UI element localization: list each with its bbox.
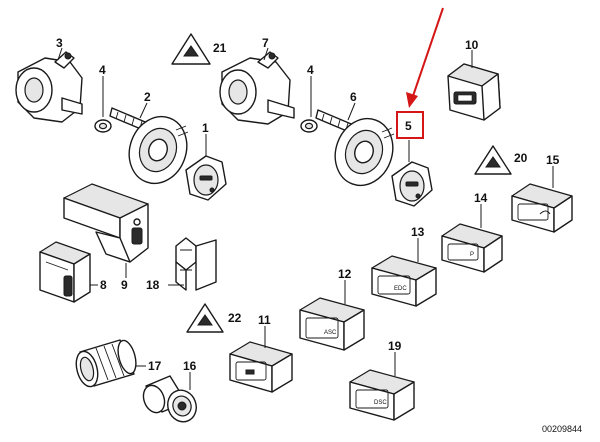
part-2-ignition-switch bbox=[109, 107, 189, 185]
callout-8: 8 bbox=[100, 278, 107, 292]
callout-2: 2 bbox=[144, 90, 151, 104]
callout-14: 14 bbox=[474, 191, 488, 205]
asc-label: ASC bbox=[324, 330, 337, 336]
callout-6: 6 bbox=[350, 90, 357, 104]
part-16-lighter-element bbox=[142, 375, 197, 423]
highlight-box bbox=[396, 111, 424, 139]
part-12-asc-switch: ASC bbox=[299, 297, 365, 351]
red-arrow-indicator bbox=[406, 7, 444, 108]
part-18-bracket bbox=[175, 237, 217, 291]
part-15-switch bbox=[511, 183, 573, 233]
part-10-rocker-switch bbox=[447, 63, 501, 121]
callout-16: 16 bbox=[183, 359, 197, 373]
part-7-lock-housing bbox=[219, 51, 295, 125]
part-4-washer-left bbox=[94, 119, 112, 133]
part-14-park-switch: P bbox=[441, 223, 503, 273]
part-17-lighter-socket bbox=[75, 339, 137, 388]
callout-12: 12 bbox=[338, 267, 352, 281]
part-1-key-knob bbox=[185, 155, 227, 201]
part-22-warning-triangle bbox=[186, 303, 224, 333]
callout-9: 9 bbox=[121, 278, 128, 292]
callout-20: 20 bbox=[514, 151, 528, 165]
callout-21: 21 bbox=[213, 41, 227, 55]
part-11-switch bbox=[229, 341, 293, 393]
callout-18: 18 bbox=[146, 278, 160, 292]
callout-3: 3 bbox=[56, 36, 63, 50]
part-9-switch-block bbox=[63, 183, 149, 263]
part-6-ignition-switch bbox=[315, 109, 395, 187]
edc-label: EDC bbox=[394, 286, 407, 292]
callout-7: 7 bbox=[262, 36, 269, 50]
callout-13: 13 bbox=[411, 225, 425, 239]
callout-10: 10 bbox=[465, 38, 479, 52]
callout-4-center: 4 bbox=[307, 63, 314, 77]
callout-1: 1 bbox=[202, 121, 209, 135]
part-8-switch bbox=[39, 241, 91, 303]
callout-5: 5 bbox=[405, 119, 412, 133]
callout-15: 15 bbox=[546, 153, 560, 167]
part-4-washer-center bbox=[300, 119, 318, 133]
dsc-label: DSC bbox=[374, 400, 387, 406]
p-label: P bbox=[470, 252, 474, 258]
part-19-dsc-switch: DSC bbox=[349, 369, 415, 421]
diagram-number: 00209844 bbox=[542, 424, 582, 434]
part-5-key-knob bbox=[391, 161, 433, 207]
callout-11: 11 bbox=[258, 313, 271, 327]
part-3-lock-housing bbox=[15, 51, 83, 123]
callout-22: 22 bbox=[228, 311, 242, 325]
callout-4-left: 4 bbox=[99, 63, 106, 77]
part-21-warning-triangle bbox=[171, 33, 211, 65]
part-20-warning-triangle bbox=[474, 145, 512, 175]
callout-19: 19 bbox=[388, 339, 402, 353]
part-13-edc-switch: EDC bbox=[371, 255, 437, 307]
callout-17: 17 bbox=[148, 359, 162, 373]
